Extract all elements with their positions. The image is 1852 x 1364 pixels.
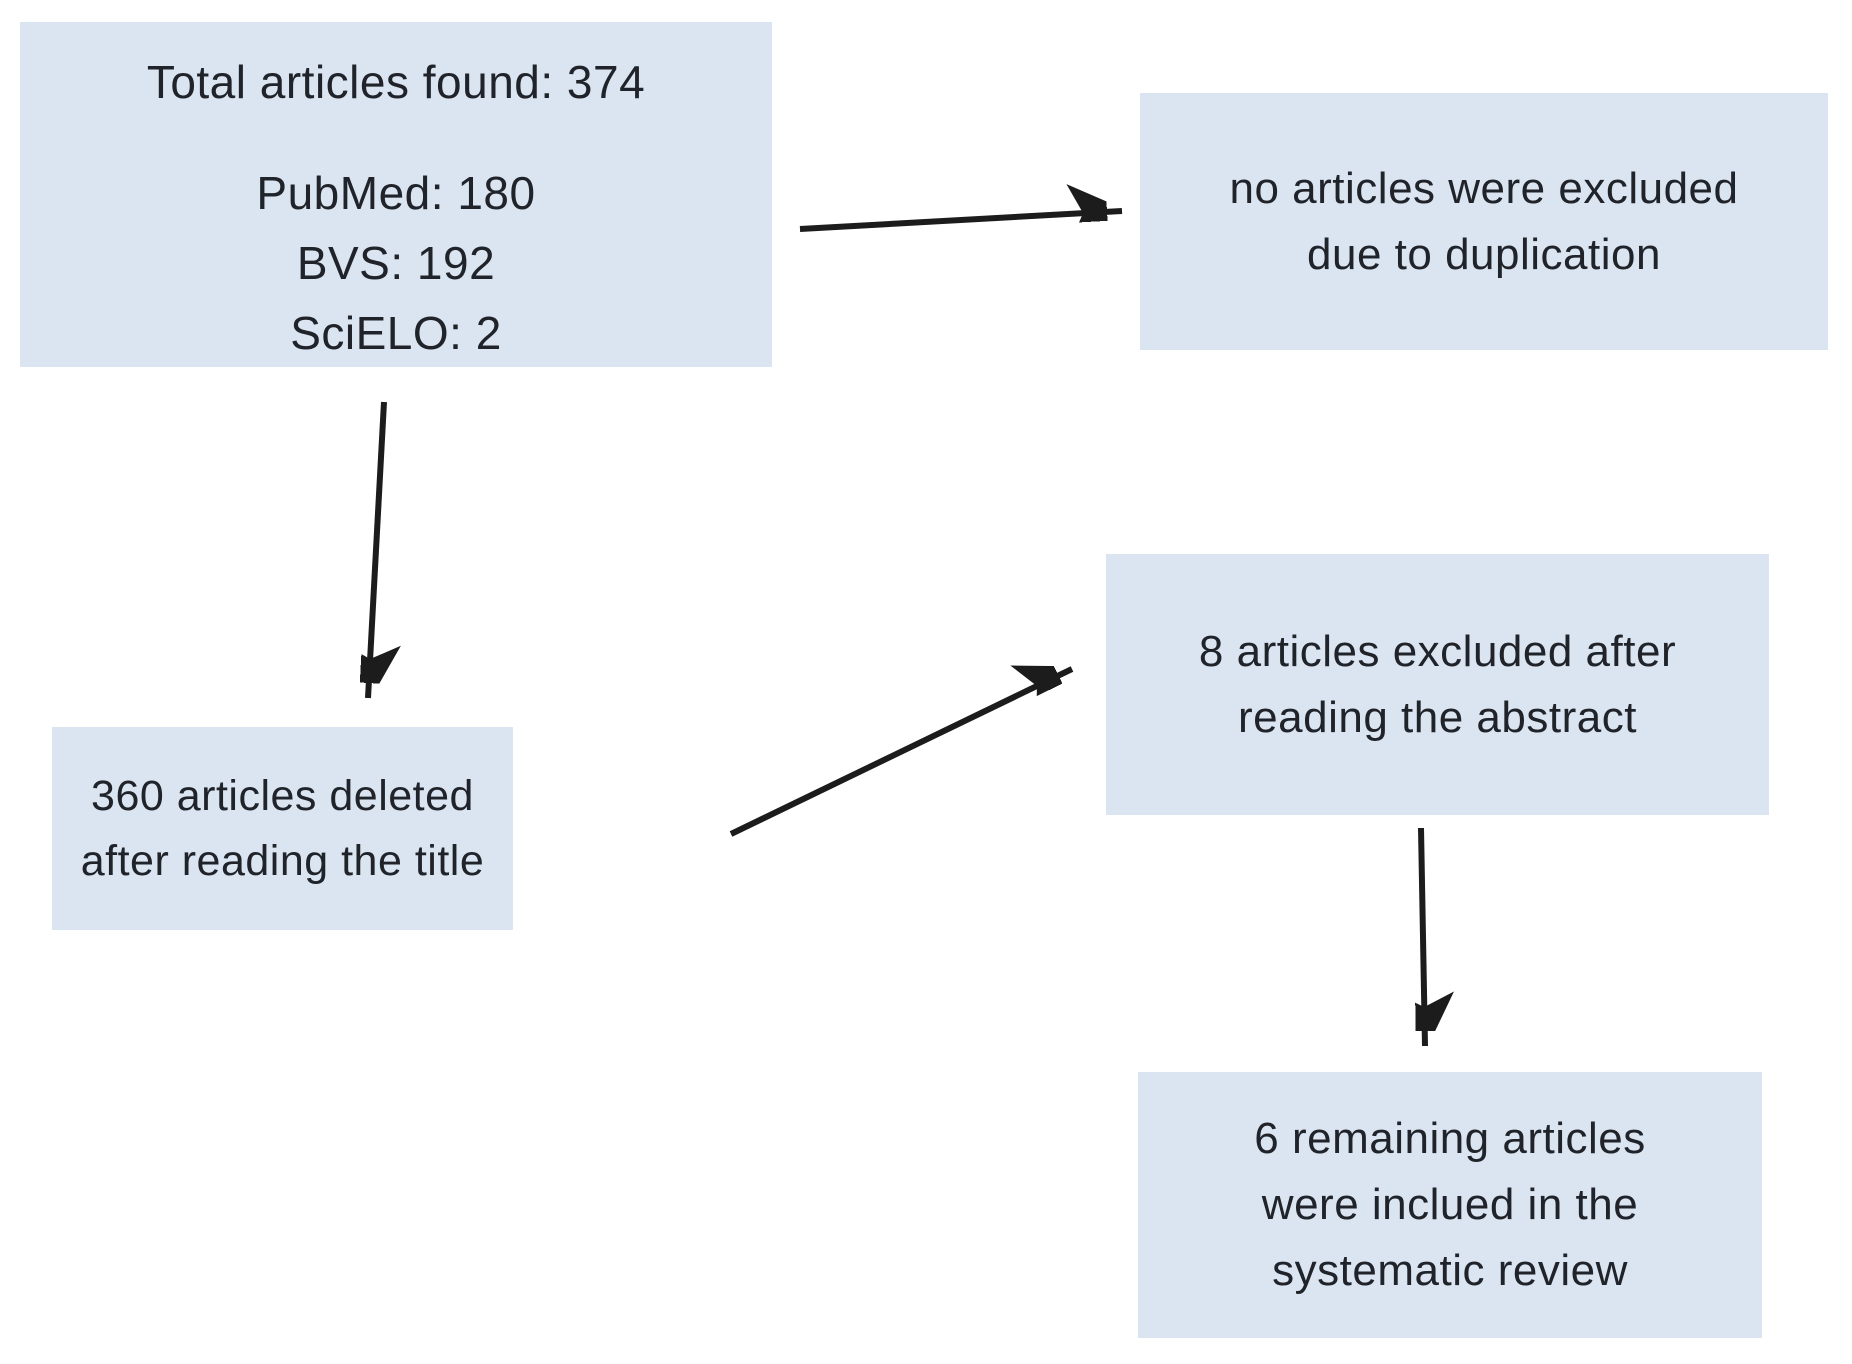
included-articles-text: 6 remaining articles were inclued in the… [1254,1114,1646,1295]
box-included-articles: 6 remaining articles were inclued in the… [1138,1072,1762,1338]
source-counts: PubMed: 180 BVS: 192 SciELO: 2 [256,159,535,369]
arrow-found-to-title-screening-icon [368,401,384,699]
source-scielo: SciELO: 2 [290,306,502,359]
source-pubmed: PubMed: 180 [256,167,536,219]
arrow-abstract-to-included-icon [1421,827,1425,1047]
box-total-articles-found: Total articles found: 374 PubMed: 180 BV… [20,22,772,367]
total-articles-title: Total articles found: 374 [146,56,646,108]
title-screening-text: 360 articles deleted after reading the t… [80,772,485,885]
arrow-title-to-abstract-screening-icon [729,669,1074,837]
abstract-screening-text: 8 articles excluded after reading the ab… [1198,626,1677,742]
duplication-exclusion-text: no articles were excluded due to duplica… [1229,163,1739,279]
arrow-found-to-duplication-icon [799,211,1123,232]
box-abstract-screening: 8 articles excluded after reading the ab… [1106,554,1769,815]
box-duplication-exclusion: no articles were excluded due to duplica… [1140,93,1828,350]
source-bvs: BVS: 192 [296,236,496,289]
box-title-screening: 360 articles deleted after reading the t… [52,727,513,930]
